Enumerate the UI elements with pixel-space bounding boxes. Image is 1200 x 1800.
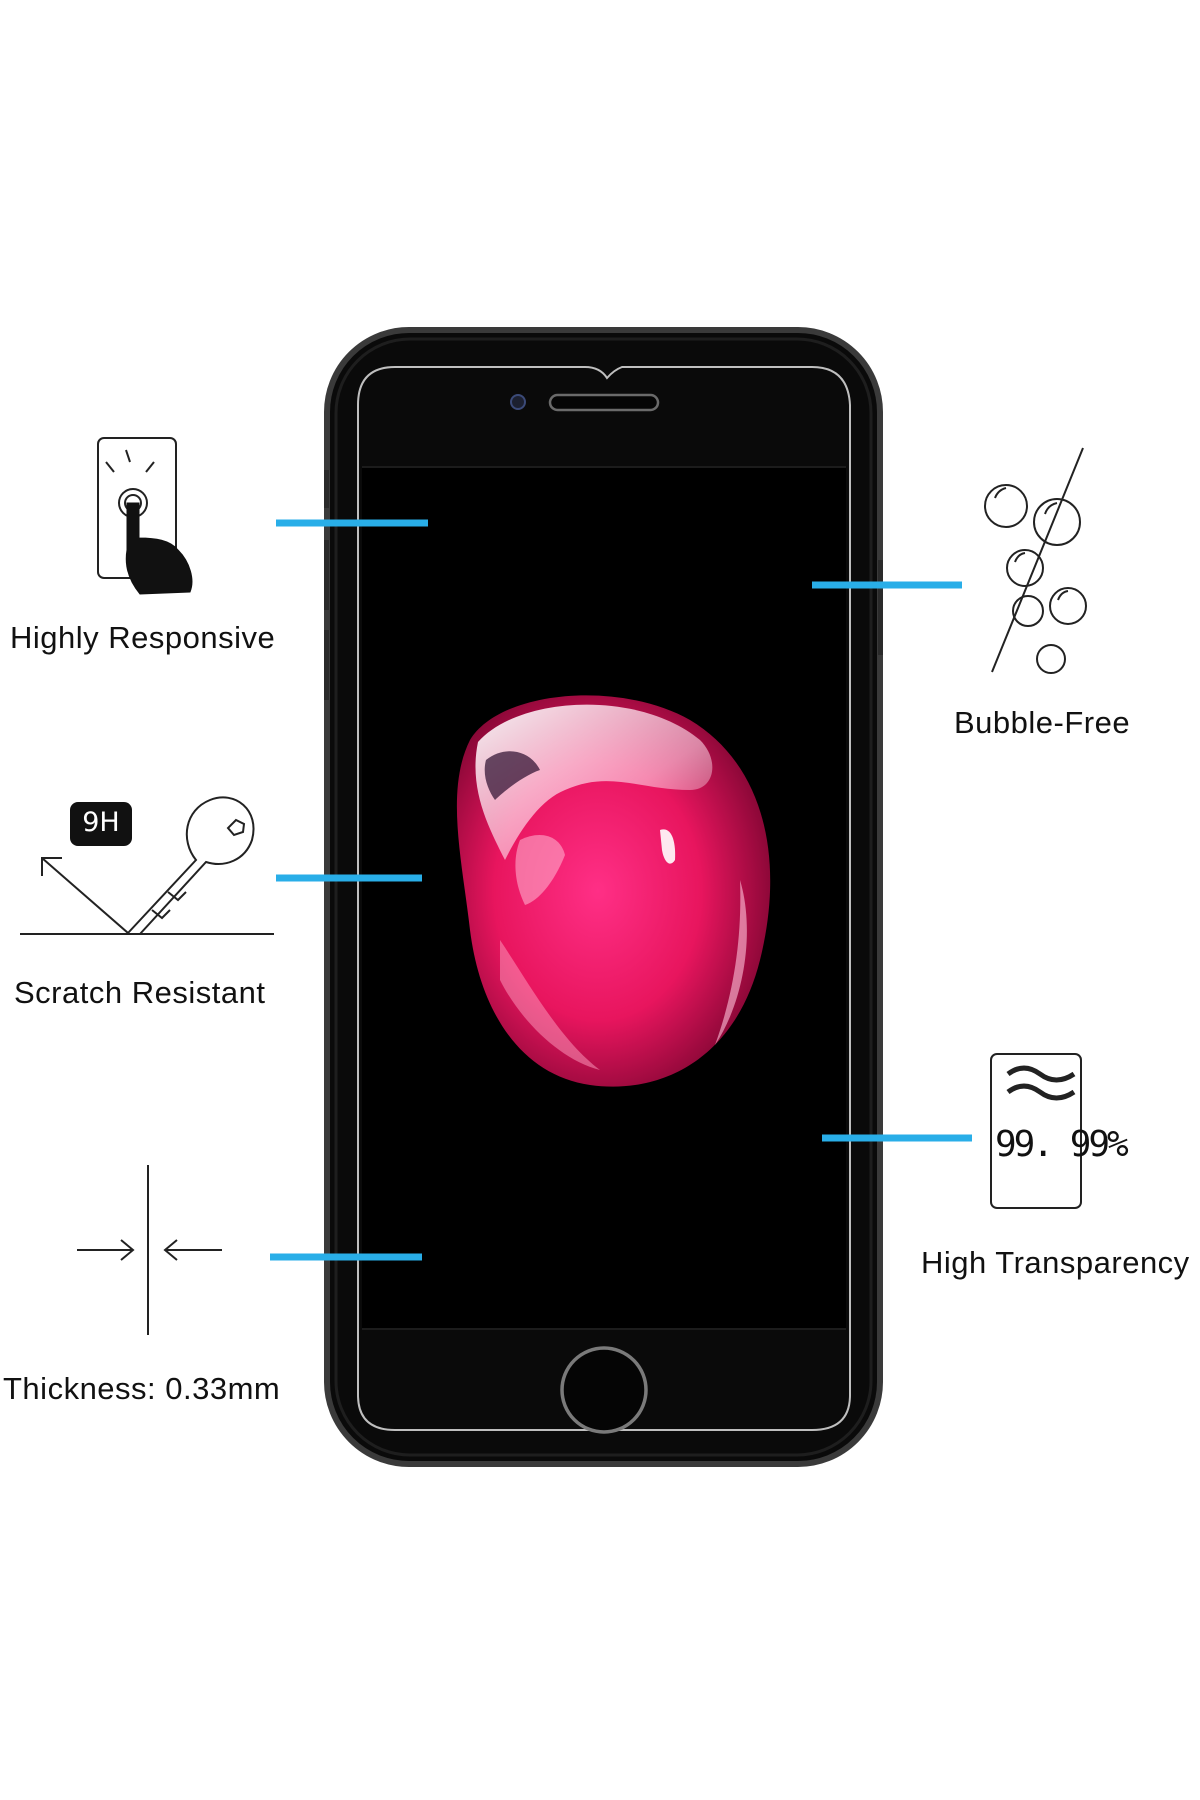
hardness-badge-label: 9H: [82, 807, 120, 838]
thickness-arrows-icon: [77, 1165, 222, 1335]
volume-up-button: [324, 540, 329, 610]
phone: [324, 327, 883, 1467]
feature-label-bubble: Bubble-Free: [954, 705, 1131, 740]
feature-label-thickness: Thickness: 0.33mm: [3, 1371, 281, 1406]
mute-switch: [324, 470, 329, 508]
bubbles-icon: [984, 447, 1087, 674]
power-button: [878, 560, 883, 655]
feature-label-responsive: Highly Responsive: [10, 620, 276, 655]
home-button: [560, 1346, 648, 1434]
hardness-badge: [70, 802, 132, 846]
glass-protector-outline: [357, 366, 851, 1431]
feature-label-transparency: High Transparency: [921, 1245, 1190, 1280]
transparency-card-icon: [990, 1053, 1082, 1209]
touch-screen-icon: [97, 437, 193, 595]
pink-droplet-wallpaper: [456, 695, 771, 1087]
earpiece-speaker: [548, 393, 660, 412]
key-scratch-icon: [20, 796, 274, 935]
transparency-value: 99. 99%: [995, 1124, 1129, 1165]
feature-label-scratch: Scratch Resistant: [14, 975, 266, 1010]
front-camera: [510, 394, 526, 410]
volume-down-button: [324, 630, 329, 700]
pointer-lines: [270, 519, 972, 1261]
